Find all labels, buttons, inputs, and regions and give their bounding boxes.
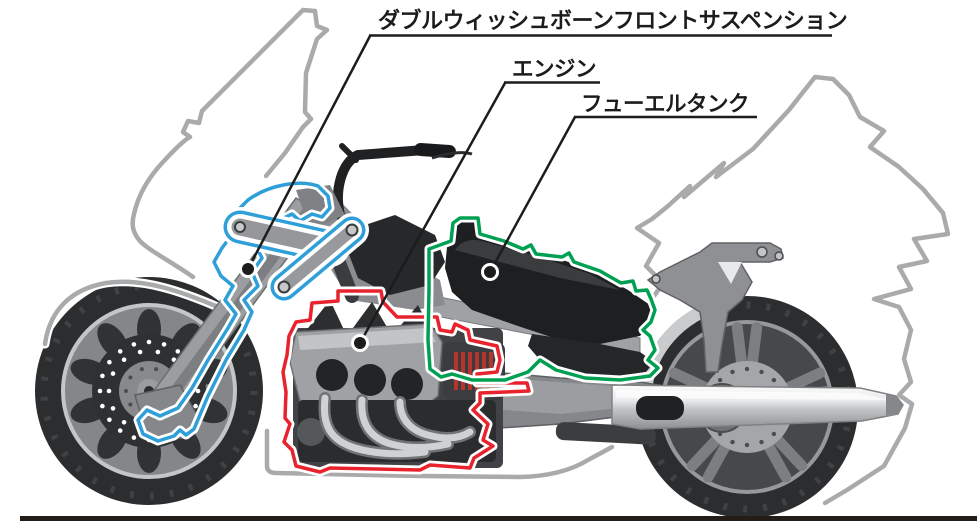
rear-bodywork-outline bbox=[649, 74, 951, 506]
leader-dot-engine bbox=[351, 334, 369, 352]
muffler bbox=[611, 384, 904, 430]
rear-subframe bbox=[646, 242, 784, 373]
subframe-bolt bbox=[774, 251, 784, 261]
ignition-coil bbox=[391, 368, 423, 400]
tank-lower bbox=[528, 334, 654, 377]
label-engine: エンジン bbox=[512, 57, 596, 81]
tie-rod-eyelet bbox=[345, 223, 359, 237]
muffler-tip bbox=[886, 394, 903, 417]
mirror-stalk bbox=[339, 143, 359, 163]
leader-lines bbox=[239, 34, 577, 352]
front-fender-outline bbox=[42, 279, 250, 347]
suspension-highlight-outline bbox=[133, 178, 369, 446]
label-fuel-tank: フューエルタンク bbox=[581, 92, 749, 116]
engine-mount-towers bbox=[305, 300, 432, 332]
tank-highlight bbox=[455, 240, 620, 290]
tie-rod-outline bbox=[267, 213, 369, 304]
exhaust-headers bbox=[318, 392, 476, 460]
muffler-heat-shield bbox=[636, 396, 684, 420]
muffler-highlight bbox=[616, 390, 890, 400]
ignition-coil bbox=[316, 359, 348, 391]
ignition-coil bbox=[354, 364, 386, 396]
leader-suspension bbox=[246, 34, 372, 271]
leader-dot-suspension bbox=[239, 260, 257, 278]
body-silhouette-outline bbox=[40, 5, 953, 508]
subframe-bolt bbox=[756, 246, 768, 258]
label-front-suspension: ダブルウィッシュボーンフロントサスペンション bbox=[378, 8, 847, 33]
subframe-bolt bbox=[651, 274, 661, 284]
engine bbox=[289, 300, 505, 468]
handlebar bbox=[333, 145, 430, 220]
ground-line bbox=[20, 516, 977, 521]
leader-dot-fuel-tank bbox=[481, 263, 499, 281]
tie-rod-eyelet bbox=[277, 280, 291, 294]
labels: ダブルウィッシュボーンフロントサスペンション エンジン フューエルタンク bbox=[369, 8, 848, 119]
subframe-cutout bbox=[718, 262, 742, 284]
fuel-tank-highlight-outline bbox=[423, 213, 663, 385]
leader-fuel-tank bbox=[488, 115, 577, 274]
lower-cowl-outline bbox=[264, 428, 615, 480]
fuel-tank-outline bbox=[426, 216, 660, 382]
engine-front-cover bbox=[297, 418, 325, 446]
brake-lever bbox=[431, 151, 473, 160]
windscreen-fairing-outline bbox=[130, 7, 330, 280]
leader-engine bbox=[358, 81, 507, 345]
wishbone-eyelet bbox=[234, 221, 246, 233]
